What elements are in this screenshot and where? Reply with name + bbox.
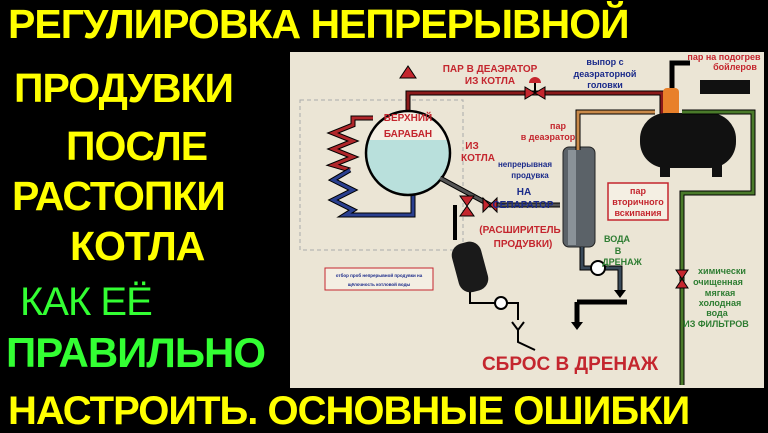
title-line-5: КОТЛА [70, 223, 205, 269]
sample-cooler [451, 241, 536, 351]
label-chem-5: вода [706, 308, 729, 318]
label-vent-3: головки [587, 80, 623, 90]
sample-note-line1: отбор проб непрерывной продувки на [336, 272, 423, 278]
label-vent-1: выпор с [586, 57, 623, 67]
label-steam-2: ИЗ КОТЛА [465, 76, 515, 87]
title-line-8: НАСТРОИТЬ. ОСНОВНЫЕ ОШИБКИ [8, 389, 690, 433]
label-expander-2: ПРОДУВКИ) [494, 239, 553, 250]
label-from-boiler-1: ИЗ [465, 141, 478, 152]
label-chem-2: очищенная [693, 277, 743, 287]
steam-valve-icon [524, 77, 546, 100]
label-flash-2: вторичного [612, 197, 664, 207]
label-water-drain-3: ДРЕНАЖ [602, 257, 642, 267]
title-line-2: ПРОДУВКИ [14, 65, 234, 111]
sample-note-line2: щёлочность котловой воды [348, 281, 411, 287]
label-expander-1: (РАСШИРИТЕЛЬ [479, 225, 560, 236]
label-chem-1: химически [698, 266, 746, 276]
label-chem-4: холодная [699, 298, 741, 308]
steam-up-arrow-icon [399, 65, 417, 79]
label-from-boiler-2: КОТЛА [461, 153, 495, 164]
label-water-drain-1: ВОДА [604, 234, 631, 244]
chem-water-pipe [675, 109, 756, 385]
sample-note-box [324, 267, 434, 291]
label-chem-3: мягкая [705, 288, 735, 298]
label-steam-deaerator-2: в деаэратор [521, 132, 576, 142]
label-flash-1: пар [630, 186, 646, 196]
label-drain-discharge: СБРОС В ДРЕНАЖ [482, 354, 659, 375]
drain-valve-icon [590, 260, 606, 276]
flash-steam-box [607, 182, 669, 221]
blowdown-valves-icon [459, 195, 498, 217]
blowdown-expander [562, 109, 655, 330]
title-line-1: РЕГУЛИРОВКА НЕПРЕРЫВНОЙ [8, 1, 630, 47]
label-vent-2: деаэраторной [574, 69, 637, 79]
label-steam-1: ПАР В ДЕАЭРАТОР [443, 64, 538, 75]
label-separator-2: СЕПАРАТОР [492, 200, 553, 211]
upper-drum [364, 109, 452, 197]
deaerator-tank [640, 60, 750, 177]
label-drum-2: БАРАБАН [384, 129, 432, 140]
drain-funnel-icon [511, 321, 536, 351]
title-line-6: КАК ЕЁ [20, 280, 153, 324]
label-blowdown-1: непрерывная [498, 160, 552, 169]
label-chem-6: ИЗ ФИЛЬТРОВ [683, 319, 749, 329]
dashed-boundary [299, 99, 464, 251]
label-steam-deaerator-1: пар [550, 121, 566, 131]
title-line-3: ПОСЛЕ [66, 123, 208, 169]
label-boiler-heating-2: бойлеров [713, 62, 757, 72]
title-line-7: ПРАВИЛЬНО [6, 329, 266, 376]
label-flash-3: вскипания [614, 208, 661, 218]
label-boiler-heating-1: пар на подогрев [687, 52, 761, 62]
label-separator-1: НА [517, 187, 531, 198]
diagram-background [290, 52, 764, 388]
label-blowdown-2: продувка [511, 171, 549, 180]
label-drum-1: ВЕРХНИЙ [384, 111, 432, 124]
label-water-drain-2: В [615, 246, 622, 256]
title-line-4: РАСТОПКИ [12, 173, 226, 219]
